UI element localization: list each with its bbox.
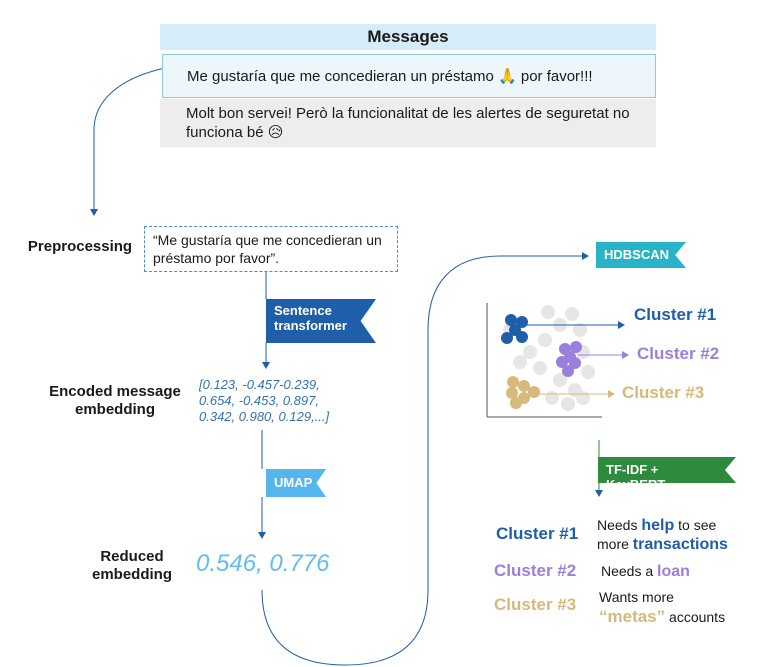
message-row-2[interactable]: Molt bon servei! Però la funcionalitat d… [160, 99, 656, 147]
umap-flag: UMAP [266, 469, 326, 497]
sentence-transformer-flag: Sentence transformer [266, 299, 376, 343]
encoded-vector: [0.123, -0.457-0.239, 0.654, -0.453, 0.8… [199, 377, 330, 424]
result-cluster-1-description: Needs help to see more transactions [597, 517, 728, 553]
scatter-cluster-2-label: Cluster #2 [637, 344, 720, 363]
encoded-embedding-label: Encoded message embedding [49, 383, 181, 418]
result-cluster-3-label: Cluster #3 [494, 595, 577, 614]
keyword-transactions: transactions [632, 536, 728, 553]
keyword-help: help [641, 517, 675, 534]
keyword-metas: “metas” [599, 607, 666, 626]
cluster-3-points [506, 376, 540, 409]
result-cluster-2-label: Cluster #2 [494, 561, 577, 580]
hdbscan-flag: HDBSCAN [596, 242, 686, 268]
tfidf-keybert-flag: TF-IDF + KeyBERT [598, 457, 736, 483]
cluster-scatter-plot [486, 303, 629, 418]
keyword-loan: loan [657, 563, 690, 580]
reduced-embedding-label: Reduced embedding [91, 548, 172, 583]
reduced-to-hdbscan-arrow [261, 252, 589, 666]
reduced-vector: 0.546, 0.776 [196, 550, 330, 577]
messages-header: Messages [160, 24, 656, 50]
preprocessing-label: Preprocessing [27, 238, 133, 255]
result-cluster-1-label: Cluster #1 [496, 524, 579, 543]
message-row-1[interactable]: Me gustaría que me concedieran un présta… [162, 54, 656, 98]
message-to-preprocessing-arrow [90, 67, 166, 216]
result-cluster-3-description: Wants more “metas” accounts [599, 589, 726, 626]
result-cluster-2-description: Needs a loan [601, 563, 690, 580]
scatter-cluster-3-label: Cluster #3 [622, 383, 705, 402]
cluster-2-points [556, 341, 582, 377]
preprocessed-text: “Me gustaría que me concedieran un prést… [144, 226, 398, 272]
scatter-cluster-1-label: Cluster #1 [634, 305, 717, 324]
